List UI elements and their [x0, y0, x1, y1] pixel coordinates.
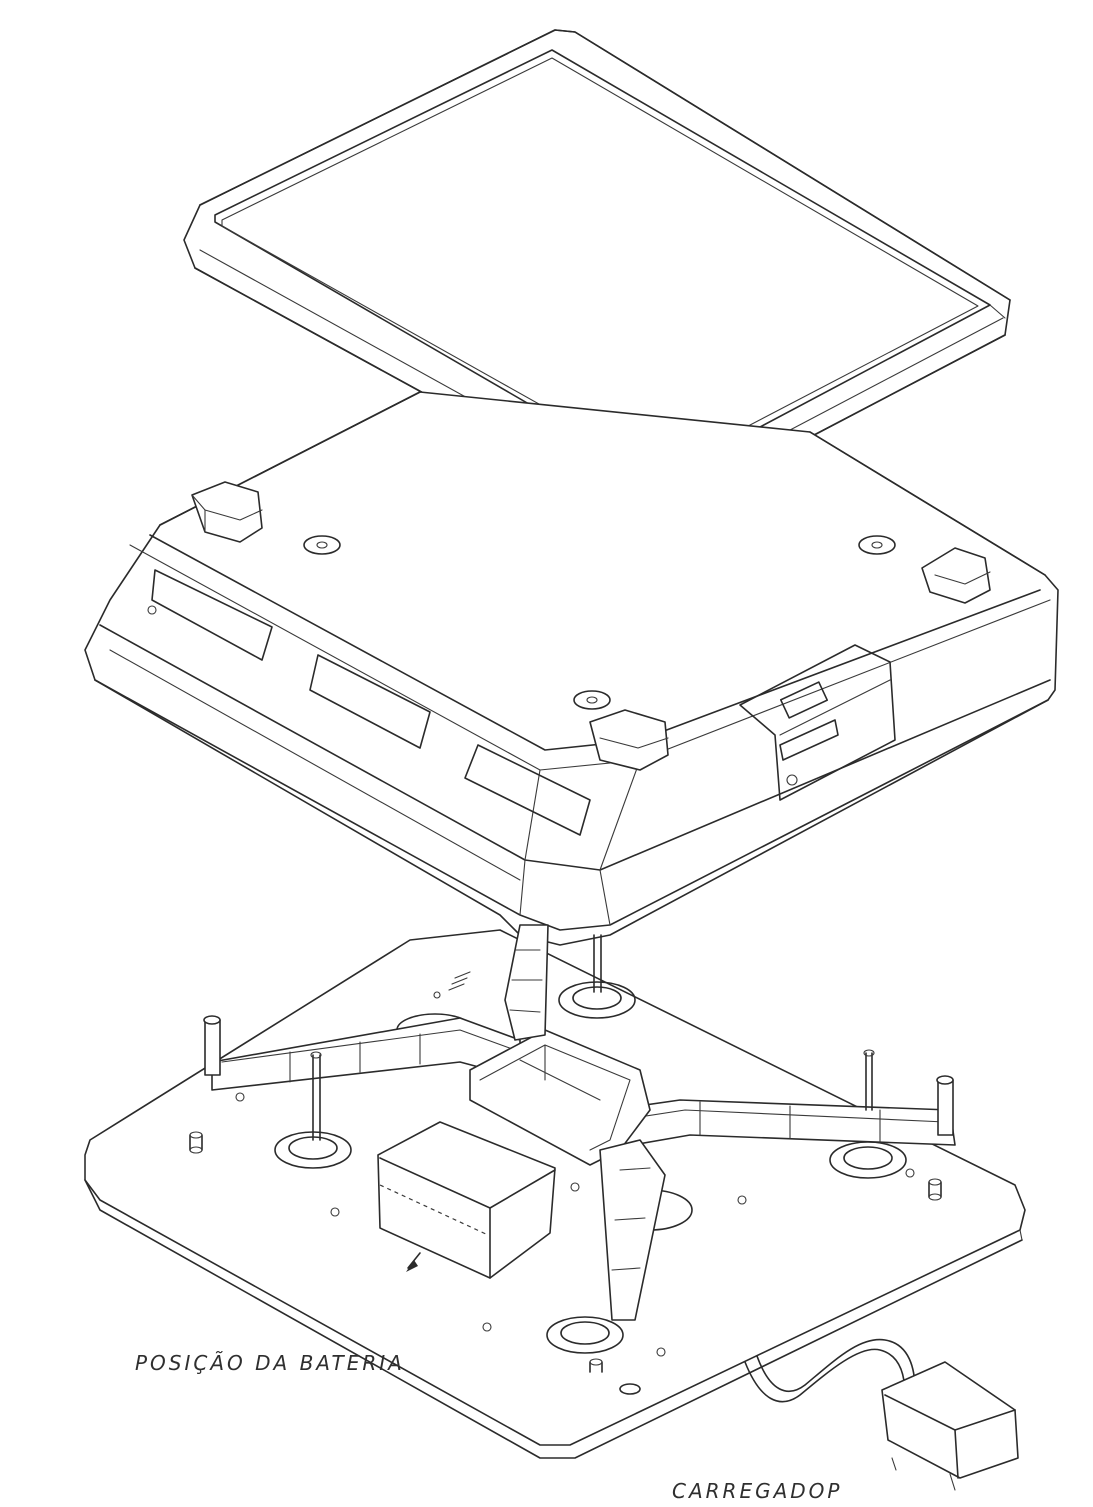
charger-label: CARREGADOP — [672, 1479, 843, 1503]
battery-position-label: POSIÇÃO DA BATERIA — [135, 1351, 405, 1375]
display-window-2 — [309, 654, 431, 749]
display-window-1 — [151, 569, 273, 661]
scale-housing — [84, 391, 1059, 946]
display-window-3 — [464, 744, 591, 836]
base-plate — [84, 929, 1026, 1459]
support-frame — [203, 924, 956, 1321]
battery — [377, 1121, 556, 1279]
connector-bay — [739, 644, 896, 801]
charger — [744, 1338, 1019, 1491]
